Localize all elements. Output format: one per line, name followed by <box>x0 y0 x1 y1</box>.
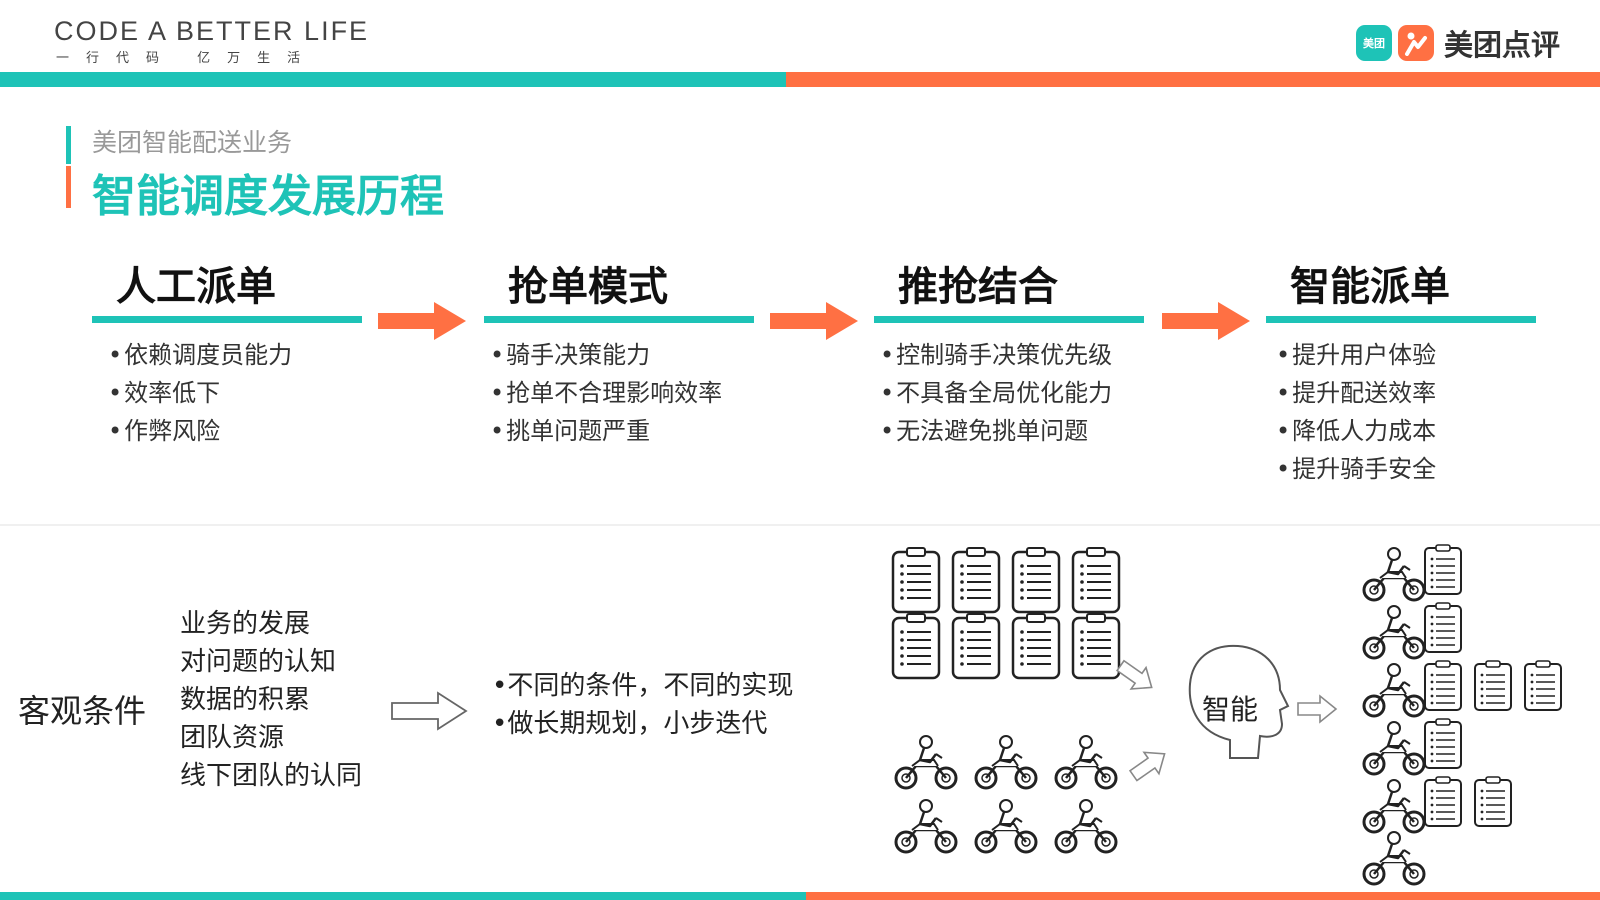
result-item: 做长期规划，小步迭代 <box>492 705 793 743</box>
stage-4-bullet: 提升用户体验 <box>1276 336 1436 374</box>
motorcycle-rider-icon <box>1362 778 1426 834</box>
stage-underline-3 <box>874 316 1144 323</box>
clipboard-icon <box>891 546 941 614</box>
stage-3-bullet: 不具备全局优化能力 <box>880 374 1112 412</box>
motorcycle-rider-icon <box>1362 720 1426 776</box>
condition-item: 对问题的认知 <box>180 647 337 677</box>
stage-underline-4 <box>1266 316 1536 323</box>
stage-4-bullet: 降低人力成本 <box>1276 412 1436 450</box>
orange-arrow-icon <box>1162 302 1250 340</box>
meituan-logo-icon: 美团 <box>1356 25 1392 61</box>
stage-1-bullet: 作弊风险 <box>108 412 292 450</box>
motorcycle-rider-icon <box>894 734 958 790</box>
motorcycle-rider-icon <box>894 798 958 854</box>
stage-title-2: 抢单模式 <box>508 264 668 310</box>
footer-band-orange <box>806 892 1600 900</box>
title-accent-bar-orange <box>66 166 71 208</box>
dianping-logo-icon <box>1398 25 1434 61</box>
stage-underline-1 <box>92 316 362 323</box>
stage-bullets-3: 控制骑手决策优先级 不具备全局优化能力 无法避免挑单问题 <box>880 336 1112 450</box>
page-title: 智能调度发展历程 <box>92 171 444 222</box>
clipboard-icon <box>1071 612 1121 680</box>
stage-bullets-1: 依赖调度员能力 效率低下 作弊风险 <box>108 336 292 450</box>
motorcycle-rider-icon <box>1054 798 1118 854</box>
stage-1-bullet: 效率低下 <box>108 374 292 412</box>
stage-title-1: 人工派单 <box>116 264 276 310</box>
header-band-orange <box>786 72 1600 87</box>
results-list: 不同的条件，不同的实现 做长期规划，小步迭代 <box>492 667 793 743</box>
header-band-teal <box>0 72 786 87</box>
motorcycle-rider-icon <box>1362 546 1426 602</box>
clipboard-icon <box>1474 776 1512 827</box>
clipboard-icon <box>1424 718 1462 769</box>
orange-arrow-icon <box>770 302 858 340</box>
input-arrow-icon <box>1112 654 1160 699</box>
stage-1-bullet: 依赖调度员能力 <box>108 336 292 374</box>
condition-item: 业务的发展 <box>180 609 311 639</box>
outline-arrow-icon <box>391 691 468 731</box>
stage-title-3: 推抢结合 <box>898 264 1058 310</box>
clipboard-icon <box>1071 546 1121 614</box>
stage-bullets-4: 提升用户体验 提升配送效率 降低人力成本 提升骑手安全 <box>1276 336 1436 488</box>
condition-item: 团队资源 <box>180 723 285 753</box>
motorcycle-rider-icon <box>1054 734 1118 790</box>
logo-text: 美团点评 <box>1444 28 1561 62</box>
output-arrow-icon <box>1297 695 1337 723</box>
title-accent-bar-teal <box>66 126 71 164</box>
stage-3-bullet: 控制骑手决策优先级 <box>880 336 1112 374</box>
stage-title-4: 智能派单 <box>1290 264 1450 310</box>
stage-4-bullet: 提升骑手安全 <box>1276 450 1436 488</box>
stage-bullets-2: 骑手决策能力 抢单不合理影响效率 挑单问题严重 <box>490 336 722 450</box>
motorcycle-rider-icon <box>974 798 1038 854</box>
stage-2-bullet: 骑手决策能力 <box>490 336 722 374</box>
stage-underline-2 <box>484 316 754 323</box>
clipboard-icon <box>1011 612 1061 680</box>
conditions-list: 业务的发展 对问题的认知 数据的积累 团队资源 线下团队的认同 <box>180 605 362 795</box>
stage-4-bullet: 提升配送效率 <box>1276 374 1436 412</box>
condition-item: 数据的积累 <box>180 685 311 715</box>
clipboard-icon <box>1424 544 1462 595</box>
result-item: 不同的条件，不同的实现 <box>492 667 793 705</box>
brain-label: 智能 <box>1202 693 1259 726</box>
clipboard-icon <box>1424 602 1462 653</box>
motorcycle-rider-icon <box>1362 604 1426 660</box>
clipboard-icon <box>951 546 1001 614</box>
section-divider <box>0 524 1600 526</box>
motorcycle-rider-icon <box>1362 830 1426 886</box>
clipboard-icon <box>1011 546 1061 614</box>
stage-2-bullet: 挑单问题严重 <box>490 412 722 450</box>
clipboard-icon <box>951 612 1001 680</box>
clipboard-icon <box>1424 660 1462 711</box>
condition-item: 线下团队的认同 <box>180 761 363 791</box>
stage-3-bullet: 无法避免挑单问题 <box>880 412 1112 450</box>
motorcycle-rider-icon <box>974 734 1038 790</box>
section-subtitle: 美团智能配送业务 <box>92 128 293 157</box>
clipboard-icon <box>891 612 941 680</box>
stage-2-bullet: 抢单不合理影响效率 <box>490 374 722 412</box>
brand-slogan-cn: 一行代码 亿万生活 <box>56 51 318 66</box>
clipboard-icon <box>1474 660 1512 711</box>
clipboard-icon <box>1424 776 1462 827</box>
motorcycle-rider-icon <box>1362 662 1426 718</box>
input-arrow-icon <box>1125 742 1173 788</box>
orange-arrow-icon <box>378 302 466 340</box>
meituan-dianping-logo: 美团 美团点评 <box>1356 22 1560 64</box>
clipboard-icon <box>1524 660 1562 711</box>
conditions-label: 客观条件 <box>18 692 147 730</box>
brand-slogan-en: CODE A BETTER LIFE <box>54 16 370 46</box>
footer-band-teal <box>0 892 806 900</box>
